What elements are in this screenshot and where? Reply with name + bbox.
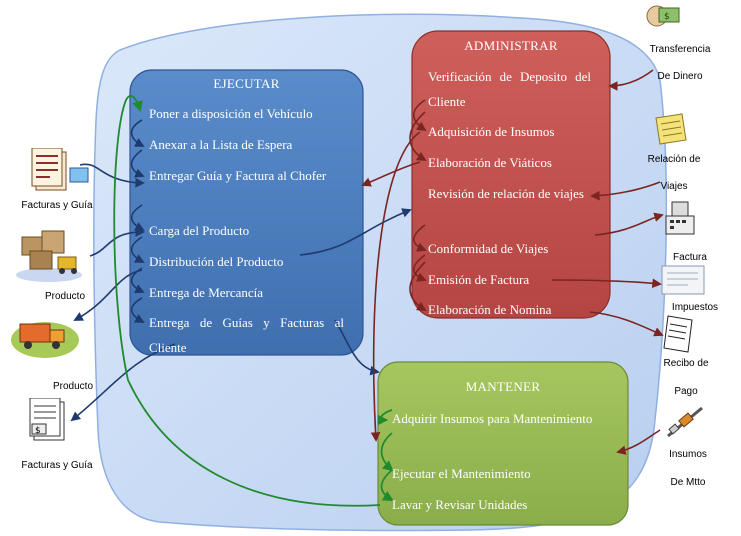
arrow-viaticos-to-ejecutar <box>361 161 421 187</box>
mantener-item-2: Ejecutar el Mantenimiento <box>392 466 531 481</box>
facturas-guia-out-label: Facturas y Guía <box>21 460 93 471</box>
arrow-facturas-in <box>79 163 145 188</box>
arrow-ejecutar-to-mantener <box>334 319 380 376</box>
ejecutar-item-1: Poner a disposición el Vehículo <box>149 106 313 121</box>
arrow-ejecutar-2 <box>130 149 145 178</box>
ejecutar-item-2: Anexar a la Lista de Espera <box>149 137 293 152</box>
mantener-box <box>377 361 629 526</box>
arrow-mantener-3 <box>377 409 393 426</box>
tax-document-icon <box>661 265 705 295</box>
arrow-mantener-to-vehiculo <box>113 95 381 507</box>
recibo-label-1: Recibo de <box>663 358 709 369</box>
note-paper-icon <box>655 113 687 145</box>
arrow-recibo-out <box>589 311 664 337</box>
ejecutar-title: EJECUTAR <box>213 76 280 91</box>
arrow-facturas-out <box>70 343 176 422</box>
boxes-forklift-icon <box>16 230 82 282</box>
invoice-stack-icon <box>31 148 89 191</box>
arrow-ejecutar-6 <box>130 297 145 323</box>
ejecutar-item-7: Entrega de Guías y Facturas al Cliente <box>149 315 344 355</box>
arrow-transferencia-in <box>608 69 654 91</box>
ejecutar-item-4: Carga del Producto <box>149 223 250 238</box>
mantener-item-1: Adquirir Insumos para Mantenimiento <box>392 411 593 426</box>
arrow-admin-1 <box>412 99 427 132</box>
mantener-title: MANTENER <box>465 379 541 394</box>
arrow-producto-in <box>89 227 145 257</box>
ejecutar-item-6: Entrega de Mercancía <box>149 285 264 300</box>
arrow-insumos-mtto-in <box>616 429 661 455</box>
arrow-ejecutar-4 <box>130 236 145 263</box>
delivery-truck-icon <box>11 322 79 358</box>
cash-register-icon <box>665 201 695 235</box>
arrow-admin-4 <box>412 254 427 282</box>
administrar-box <box>411 30 611 319</box>
administrar-item-6: Emisión de Factura <box>428 272 530 287</box>
arrow-relacion-in <box>590 181 661 201</box>
insumos-label-1: Insumos <box>669 449 707 460</box>
arrow-admin-5 <box>409 261 427 311</box>
facturas-guia-in-label: Facturas y Guía <box>21 200 93 211</box>
ejecutar-box <box>129 69 364 356</box>
arrow-insumos-to-mantener <box>370 131 421 442</box>
impuestos-label: Impuestos <box>671 302 719 313</box>
transferencia-label-1: Transferencia <box>649 44 711 55</box>
transferencia-label-2: De Dinero <box>657 71 703 82</box>
receipt-icon <box>663 315 693 353</box>
administrar-item-4: Revisión de relación de viajes <box>428 186 584 201</box>
ejecutar-item-3: Entregar Guía y Factura al Chofer <box>149 168 327 183</box>
relacion-label-2: Viajes <box>660 181 688 192</box>
arrow-mantener-2 <box>380 469 394 502</box>
producto-out-label: Producto <box>52 381 94 392</box>
recibo-label-2: Pago <box>674 386 698 397</box>
arrow-admin-3 <box>412 224 427 252</box>
producto-in-label: Producto <box>44 291 86 302</box>
administrar-item-1: Verificación de Deposito del Cliente <box>428 69 591 109</box>
administrar-item-7: Elaboración de Nomina <box>428 302 552 317</box>
administrar-item-3: Elaboración de Viáticos <box>428 155 552 170</box>
ejecutar-item-5: Distribución del Producto <box>149 254 284 269</box>
invoice-dollar-icon: $ <box>29 398 65 441</box>
insumos-label-2: De Mtto <box>670 477 706 488</box>
mantener-item-3: Lavar y Revisar Unidades <box>392 497 528 512</box>
administrar-item-2: Adquisición de Insumos <box>428 124 555 139</box>
arrow-admin-2 <box>409 111 427 161</box>
administrar-item-5: Conformidad de Viajes <box>428 241 549 256</box>
administrar-title: ADMINISTRAR <box>464 38 558 53</box>
arrow-producto-out <box>73 269 143 321</box>
relacion-label-1: Relación de <box>647 154 701 165</box>
arrow-impuestos-out <box>551 278 662 289</box>
arrow-ejecutar-1 <box>130 119 145 147</box>
arrow-mantener-1 <box>380 432 394 472</box>
money-transfer-icon: $ <box>646 5 680 27</box>
factura-label: Factura <box>673 252 707 263</box>
spark-plug-icon <box>667 406 703 438</box>
svg-text:$: $ <box>664 12 670 22</box>
svg-text:$: $ <box>35 426 41 436</box>
arrow-factura-out <box>594 212 664 236</box>
arrow-distribucion-to-admin <box>299 208 412 256</box>
